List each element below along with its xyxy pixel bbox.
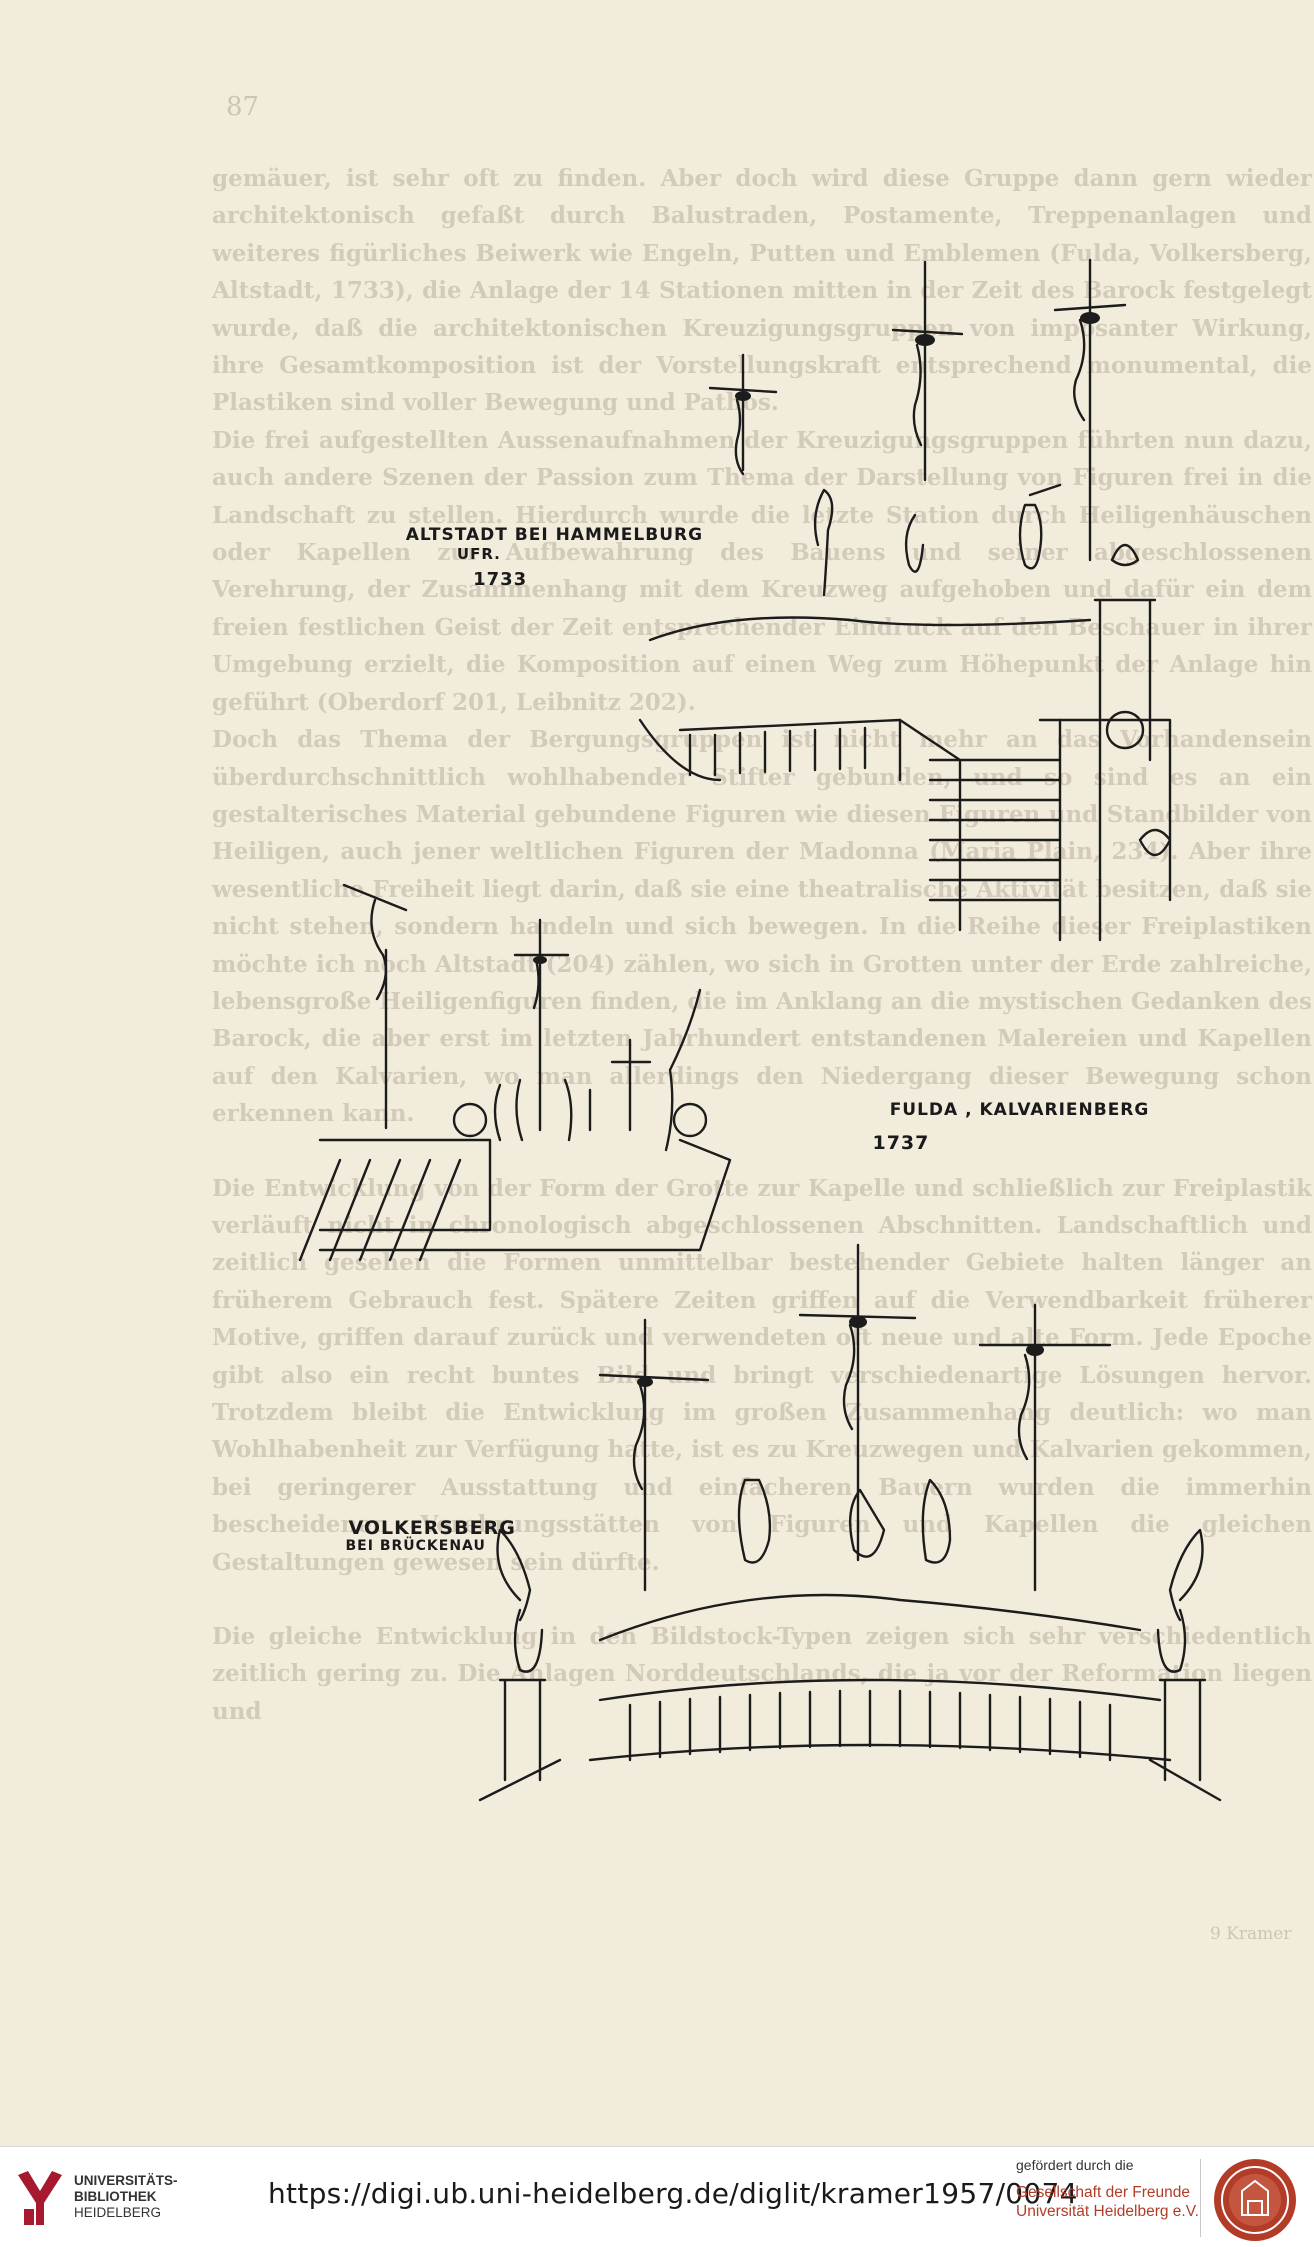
library-name-line3: HEIDELBERG (74, 2205, 162, 2220)
caption-altstadt-year: 1733 (444, 548, 527, 611)
caption-fulda-line1: FULDA , KALVARIENBERG (889, 1100, 1150, 1120)
calvary-sketches (298, 258, 1222, 1802)
permalink-url[interactable]: https://digi.ub.uni-heidelberg.de/diglit… (268, 2177, 1078, 2210)
caption-fulda-year: 1737 (842, 1110, 929, 1176)
sponsor-note: gefördert durch die (1016, 2157, 1134, 2173)
caption-altstadt-line1: ALTSTADT BEI HAMMELBURG (405, 525, 704, 545)
paragraph-3: Doch das Thema der Bergungsgruppen ist n… (212, 726, 1312, 1128)
footnote: 9 Kramer (1210, 1924, 1292, 1944)
library-logo-icon[interactable] (14, 2169, 66, 2227)
library-name[interactable]: UNIVERSITÄTS- BIBLIOTHEK HEIDELBERG (74, 2173, 178, 2221)
caption-volkersberg-place: BEI BRÜCKENAU (322, 1522, 486, 1570)
page-number: 87 (226, 92, 260, 122)
caption-fulda-year-text: 1737 (872, 1132, 930, 1154)
viewer-footer: UNIVERSITÄTS- BIBLIOTHEK HEIDELBERG http… (0, 2146, 1314, 2247)
footer-divider (1200, 2159, 1201, 2237)
volkersberg-sketch (478, 1243, 1222, 1802)
caption-altstadt-year-text: 1733 (473, 569, 528, 590)
altstadt-sketch (638, 258, 1172, 942)
caption-altstadt: ALTSTADT BEI HAMMELBURG (378, 505, 703, 565)
sponsor-name[interactable]: Gesellschaft der Freunde Universität Hei… (1016, 2183, 1199, 2221)
caption-volkersberg-line2: BEI BRÜCKENAU (345, 1538, 486, 1554)
library-name-line2: BIBLIOTHEK (74, 2189, 157, 2204)
caption-fulda: FULDA , KALVARIENBERG (862, 1080, 1149, 1140)
paragraph-4: Die Entwicklung von der Form der Grotte … (212, 1174, 1312, 1576)
paragraph-1: gemäuer, ist sehr oft zu finden. Aber do… (212, 165, 1312, 417)
caption-volkersberg: VOLKERSBERG (318, 1495, 516, 1561)
sponsor-line1: Gesellschaft der Freunde (1016, 2184, 1191, 2201)
library-name-line1: UNIVERSITÄTS- (74, 2173, 178, 2188)
fulda-sketch (298, 883, 732, 1262)
caption-altstadt-line2: UFR. (456, 545, 501, 563)
university-seal-icon[interactable] (1212, 2157, 1298, 2243)
caption-altstadt-ufr: UFR. (432, 527, 501, 581)
document-page: 87 gemäuer, ist sehr oft zu finden. Aber… (212, 92, 1312, 1944)
sponsor-line2: Universität Heidelberg e.V. (1016, 2203, 1199, 2220)
caption-volkersberg-line1: VOLKERSBERG (348, 1517, 516, 1539)
